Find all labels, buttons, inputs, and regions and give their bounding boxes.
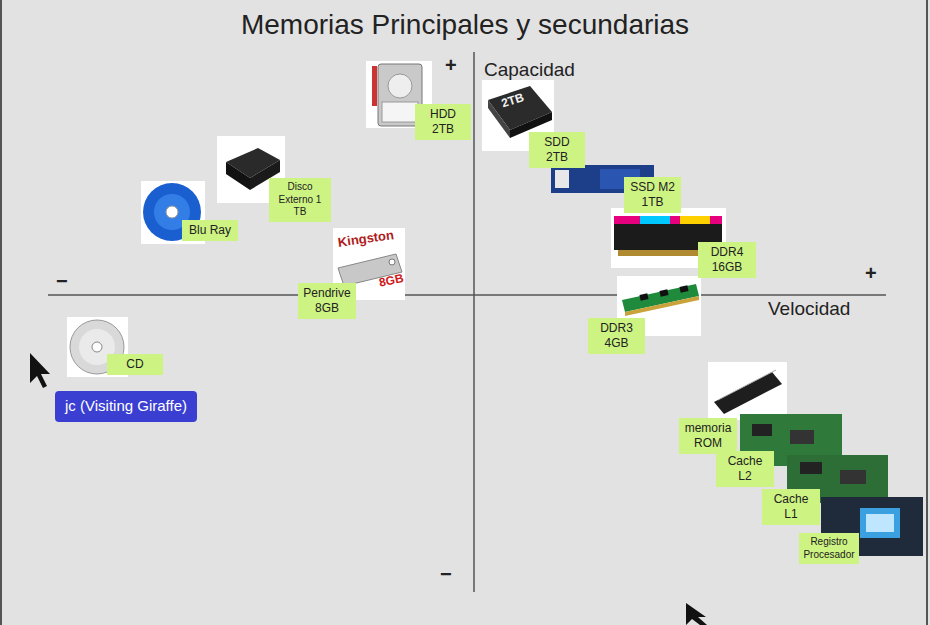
label-text: Disco Externo 1 TB [273,181,327,219]
title: Memorias Principales y secundarias [0,10,930,41]
label-text: Registro Procesador [803,536,855,561]
frame-edge [0,0,2,625]
label-text: CD [111,357,159,372]
label-text: Pendrive 8GB [302,286,352,316]
device-print: 8GB [378,272,405,290]
label-text: Cache L2 [720,454,770,484]
frame-edge [926,0,928,625]
label-text: Cache L1 [766,492,816,522]
capacity-axis [473,52,475,592]
axis-title: Capacidad [484,60,575,81]
axis-sign: − [56,270,68,292]
label-text: SSD M2 1TB [628,180,677,210]
memory-label: HDD 2TB [415,104,471,140]
label-text: HDD 2TB [419,107,467,137]
device-print: 2TB [500,91,526,111]
memory-label: Disco Externo 1 TB [269,178,331,222]
memory-label: SSD M2 1TB [624,177,681,213]
memory-label: Cache L1 [762,489,820,525]
speed-axis [48,294,886,296]
label-text: Blu Ray [186,223,234,238]
axis-sign: + [865,262,877,284]
memory-label: SDD 2TB [529,132,585,168]
memory-label: Registro Procesador [799,533,859,564]
axis-title: Velocidad [768,299,850,320]
memory-label: CD [107,354,163,375]
axis-sign: + [445,54,457,76]
cursor [30,353,50,388]
memory-label: memoria ROM [679,418,737,454]
axis-sign: − [440,563,452,585]
memory-label: Blu Ray [182,220,238,241]
label-text: SDD 2TB [533,135,581,165]
memory-label: DDR4 16GB [698,242,756,278]
rom-picture [708,362,787,420]
brand-print: Kingston [337,228,395,250]
label-text: DDR4 16GB [702,245,752,275]
cursor [686,603,707,625]
user-tag: jc (Visiting Giraffe) [55,391,197,422]
memory-label: DDR3 4GB [588,318,645,354]
label-text: DDR3 4GB [592,321,641,351]
label-text: jc (Visiting Giraffe) [65,397,187,416]
memory-label: Cache L2 [716,451,774,487]
label-text: memoria ROM [683,421,733,451]
memory-label: Pendrive 8GB [298,283,356,319]
